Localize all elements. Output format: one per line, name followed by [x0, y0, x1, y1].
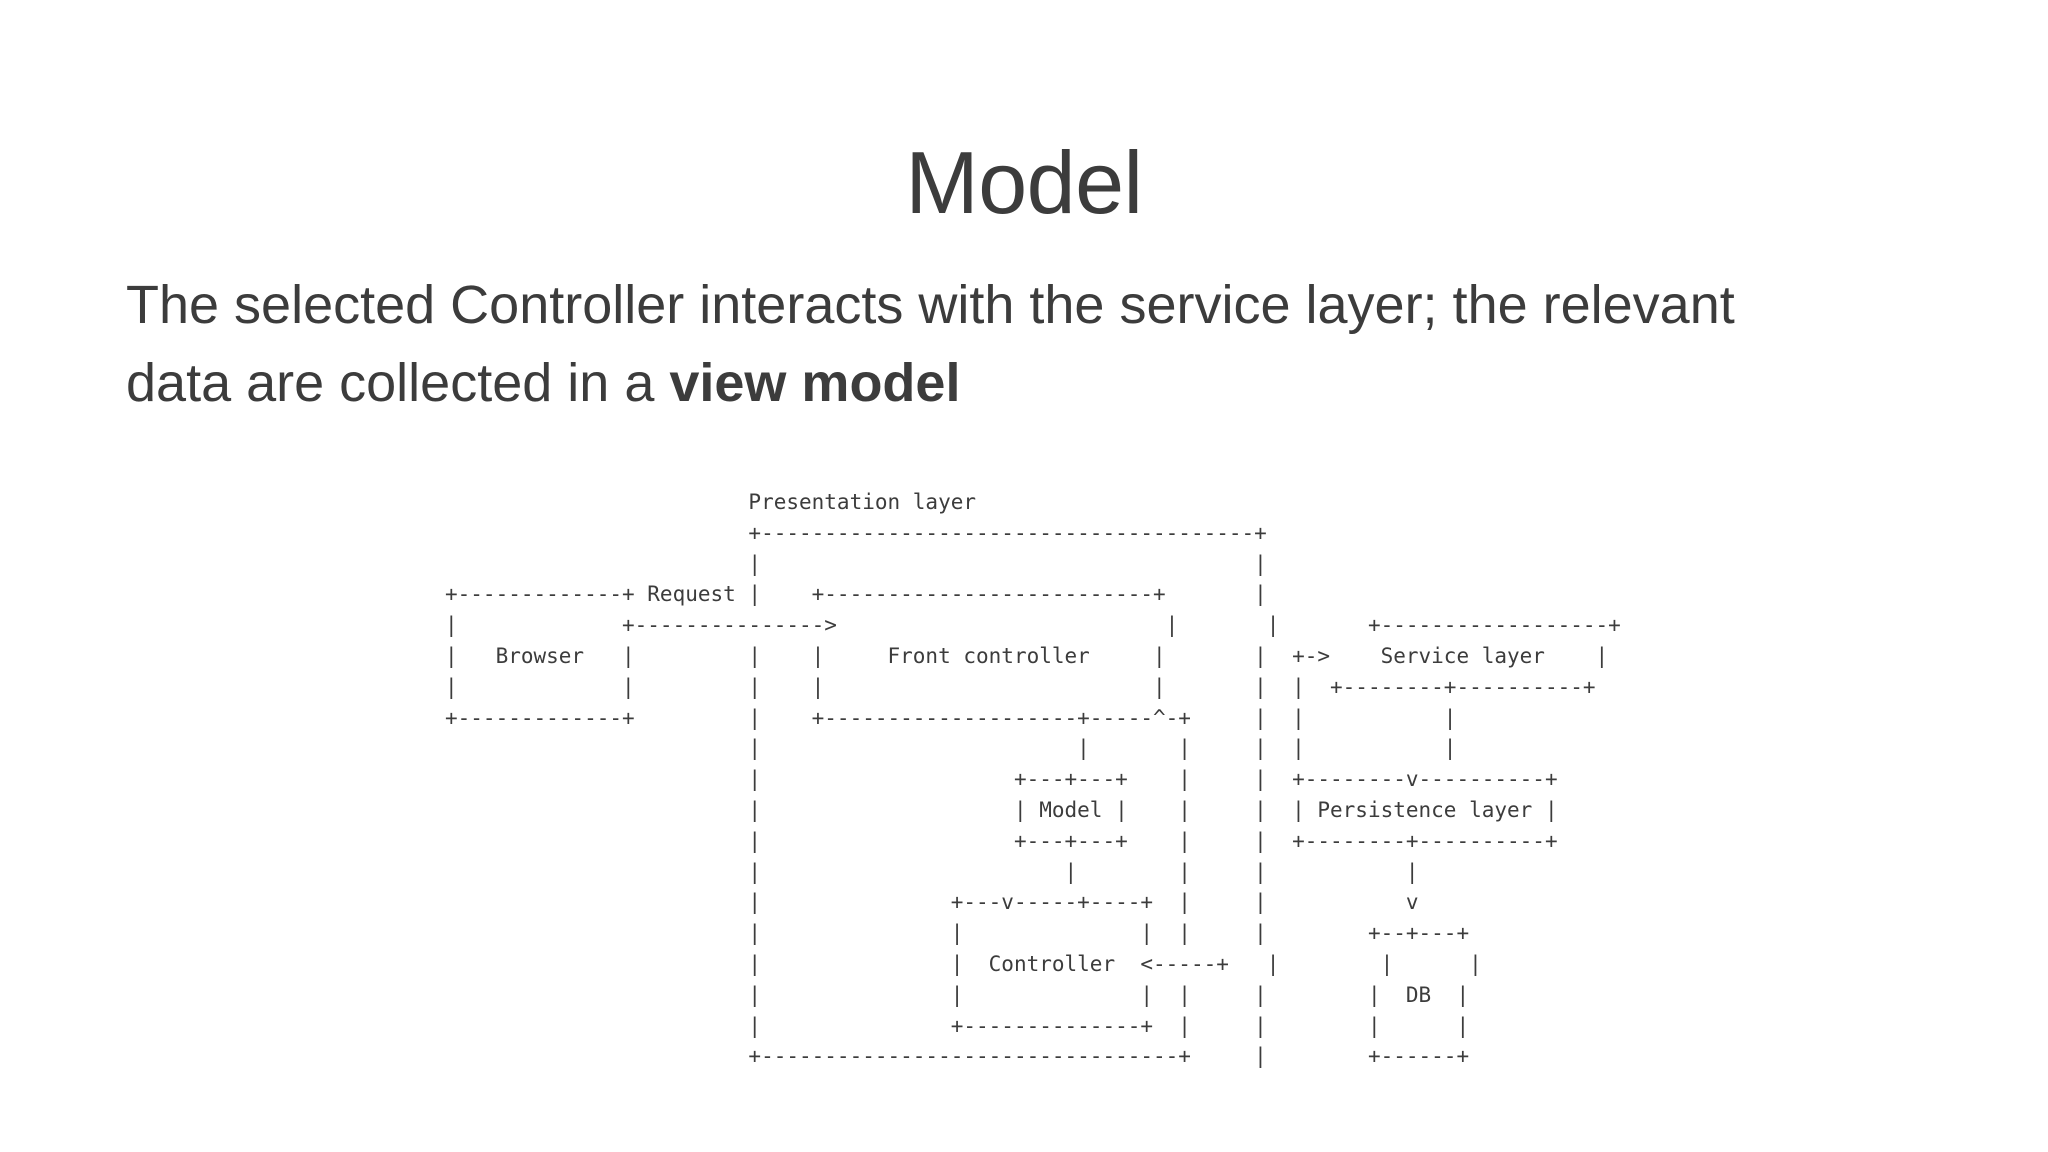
body-text-emphasis: view model — [669, 353, 961, 414]
page-title: Model — [905, 132, 1143, 232]
body-text-plain: The selected Controller interacts with t… — [126, 275, 1735, 414]
slide-body-text: The selected Controller interacts with t… — [126, 266, 1786, 423]
architecture-ascii-diagram: Presentation layer +--------------------… — [445, 490, 1621, 1069]
